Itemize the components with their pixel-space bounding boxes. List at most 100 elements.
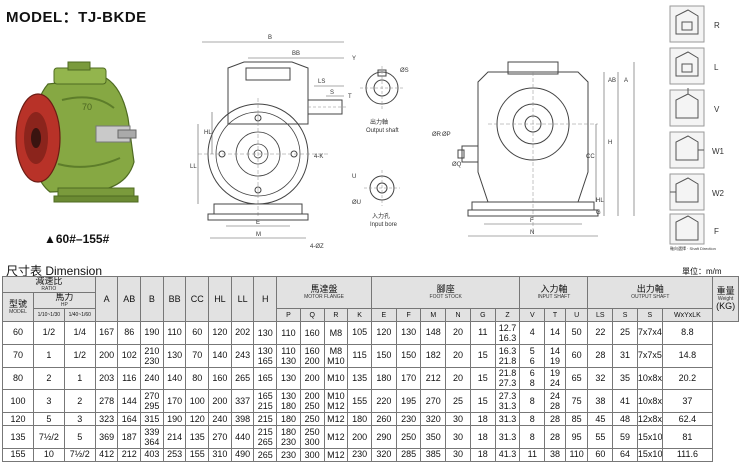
header-hl: HL bbox=[208, 276, 232, 322]
dim-ab-label: AB bbox=[608, 78, 616, 84]
table-cell: 18 bbox=[469, 412, 496, 427]
table-cell: 140 bbox=[208, 343, 232, 368]
table-cell: 20 bbox=[445, 366, 471, 391]
table-cell-value: 19 bbox=[549, 368, 560, 379]
table-cell: 190 bbox=[162, 412, 187, 427]
shaft-direction-panel: R L V W1 W2 bbox=[668, 2, 740, 252]
table-cell: 25 bbox=[445, 389, 471, 414]
table-cell: 60 bbox=[587, 447, 614, 463]
table-cell: 403 bbox=[140, 447, 164, 463]
front-view-drawing: B BB LS S 4-K LL HL E M bbox=[190, 35, 346, 250]
table-cell: 20.2 bbox=[661, 366, 714, 391]
header-k: K bbox=[347, 308, 372, 322]
table-cell: 187 bbox=[117, 425, 142, 449]
table-cell: 120 bbox=[208, 321, 232, 345]
table-cell: 1 bbox=[63, 366, 96, 391]
dimension-table-title: 尺寸表 Dimension bbox=[6, 264, 103, 278]
header-ab: AB bbox=[117, 276, 142, 322]
header-s: S bbox=[612, 308, 638, 322]
table-cell: 214 bbox=[162, 425, 187, 449]
table-cell-value: 180 bbox=[280, 401, 296, 412]
header-n: N bbox=[445, 308, 471, 322]
table-cell-value: 200 bbox=[304, 391, 320, 402]
table-cell: 18 bbox=[469, 425, 496, 449]
table-cell: 1 bbox=[32, 343, 65, 368]
table-cell: 85 bbox=[564, 412, 589, 427]
dim-ls-label: LS bbox=[318, 79, 325, 85]
table-cell: 8.8 bbox=[661, 321, 714, 345]
table-cell-value: 24 bbox=[549, 378, 560, 389]
table-cell: 102 bbox=[117, 343, 142, 368]
table-cell: 215 bbox=[253, 412, 278, 427]
table-cell: 170 bbox=[395, 366, 422, 391]
table-cell: 150 bbox=[370, 343, 397, 368]
header-t: T bbox=[544, 308, 566, 322]
table-cell: 320 bbox=[370, 447, 397, 463]
table-cell-value: 180 bbox=[280, 427, 296, 438]
table-cell: 120 bbox=[370, 321, 397, 345]
table-cell: 270 bbox=[420, 389, 447, 414]
table-cell: 243 bbox=[230, 343, 255, 368]
table-cell: 369 bbox=[94, 425, 119, 449]
table-cell: 1/2 bbox=[32, 321, 65, 345]
table-cell: 59 bbox=[612, 425, 638, 449]
table-cell: 203 bbox=[94, 366, 119, 391]
table-cell: 160 bbox=[299, 321, 325, 345]
direction-r-label: R bbox=[714, 21, 720, 30]
table-cell: 95 bbox=[564, 425, 589, 449]
table-cell: 20 bbox=[445, 343, 471, 368]
table-cell-value: 27.3 bbox=[498, 378, 517, 389]
table-cell: 260 bbox=[370, 412, 397, 427]
header-g: G bbox=[469, 308, 496, 322]
table-cell: 155 bbox=[347, 389, 372, 414]
table-cell-value: 215 bbox=[257, 414, 273, 425]
table-cell: 86 bbox=[117, 321, 142, 345]
table-cell-value: 250 bbox=[304, 427, 320, 438]
dim-ll-label: LL bbox=[190, 164, 197, 170]
table-cell: 28 bbox=[587, 343, 614, 368]
table-cell: 250 bbox=[299, 412, 325, 427]
dim-hl-label: HL bbox=[204, 130, 212, 136]
table-cell-value: 215 bbox=[257, 427, 273, 438]
table-cell: 385 bbox=[420, 447, 447, 463]
table-cell: 130 bbox=[162, 343, 187, 368]
table-cell: M12 bbox=[323, 412, 349, 427]
table-cell: 148 bbox=[420, 321, 447, 345]
table-cell-value: 130 bbox=[280, 373, 296, 384]
model-title: MODEL：TJ-BKDE bbox=[6, 9, 147, 26]
table-cell-value: 165 bbox=[257, 355, 273, 366]
table-cell: 80 bbox=[185, 366, 210, 391]
table-cell: 45 bbox=[587, 412, 614, 427]
table-cell-value: 265 bbox=[257, 449, 273, 460]
header-v: V bbox=[519, 308, 546, 322]
table-cell: 41.3 bbox=[494, 447, 521, 463]
table-cell: 30 bbox=[445, 412, 471, 427]
input-bore-en: Input bore bbox=[370, 222, 398, 228]
table-cell: 31.3 bbox=[494, 425, 521, 449]
dim-phi-q-label: ØQ bbox=[452, 162, 462, 168]
table-cell: 60 bbox=[564, 343, 589, 368]
table-cell: 110 bbox=[162, 321, 187, 345]
dim-s-label: S bbox=[330, 90, 334, 96]
table-cell-value: 210 bbox=[144, 345, 160, 356]
table-cell-value: 180 bbox=[280, 414, 296, 425]
table-cell: 250 bbox=[395, 425, 422, 449]
table-cell: 2 bbox=[32, 366, 65, 391]
table-cell: 180 bbox=[347, 412, 372, 427]
table-cell: 315 bbox=[140, 412, 164, 427]
table-cell: 140 bbox=[162, 366, 187, 391]
table-cell: 14 bbox=[544, 321, 566, 345]
dim-g-label: G bbox=[596, 210, 601, 216]
table-cell: 115 bbox=[347, 343, 372, 368]
table-cell: 130 bbox=[395, 321, 422, 345]
table-cell-value: M10 bbox=[327, 355, 345, 366]
table-cell-value: 200 bbox=[304, 373, 320, 384]
